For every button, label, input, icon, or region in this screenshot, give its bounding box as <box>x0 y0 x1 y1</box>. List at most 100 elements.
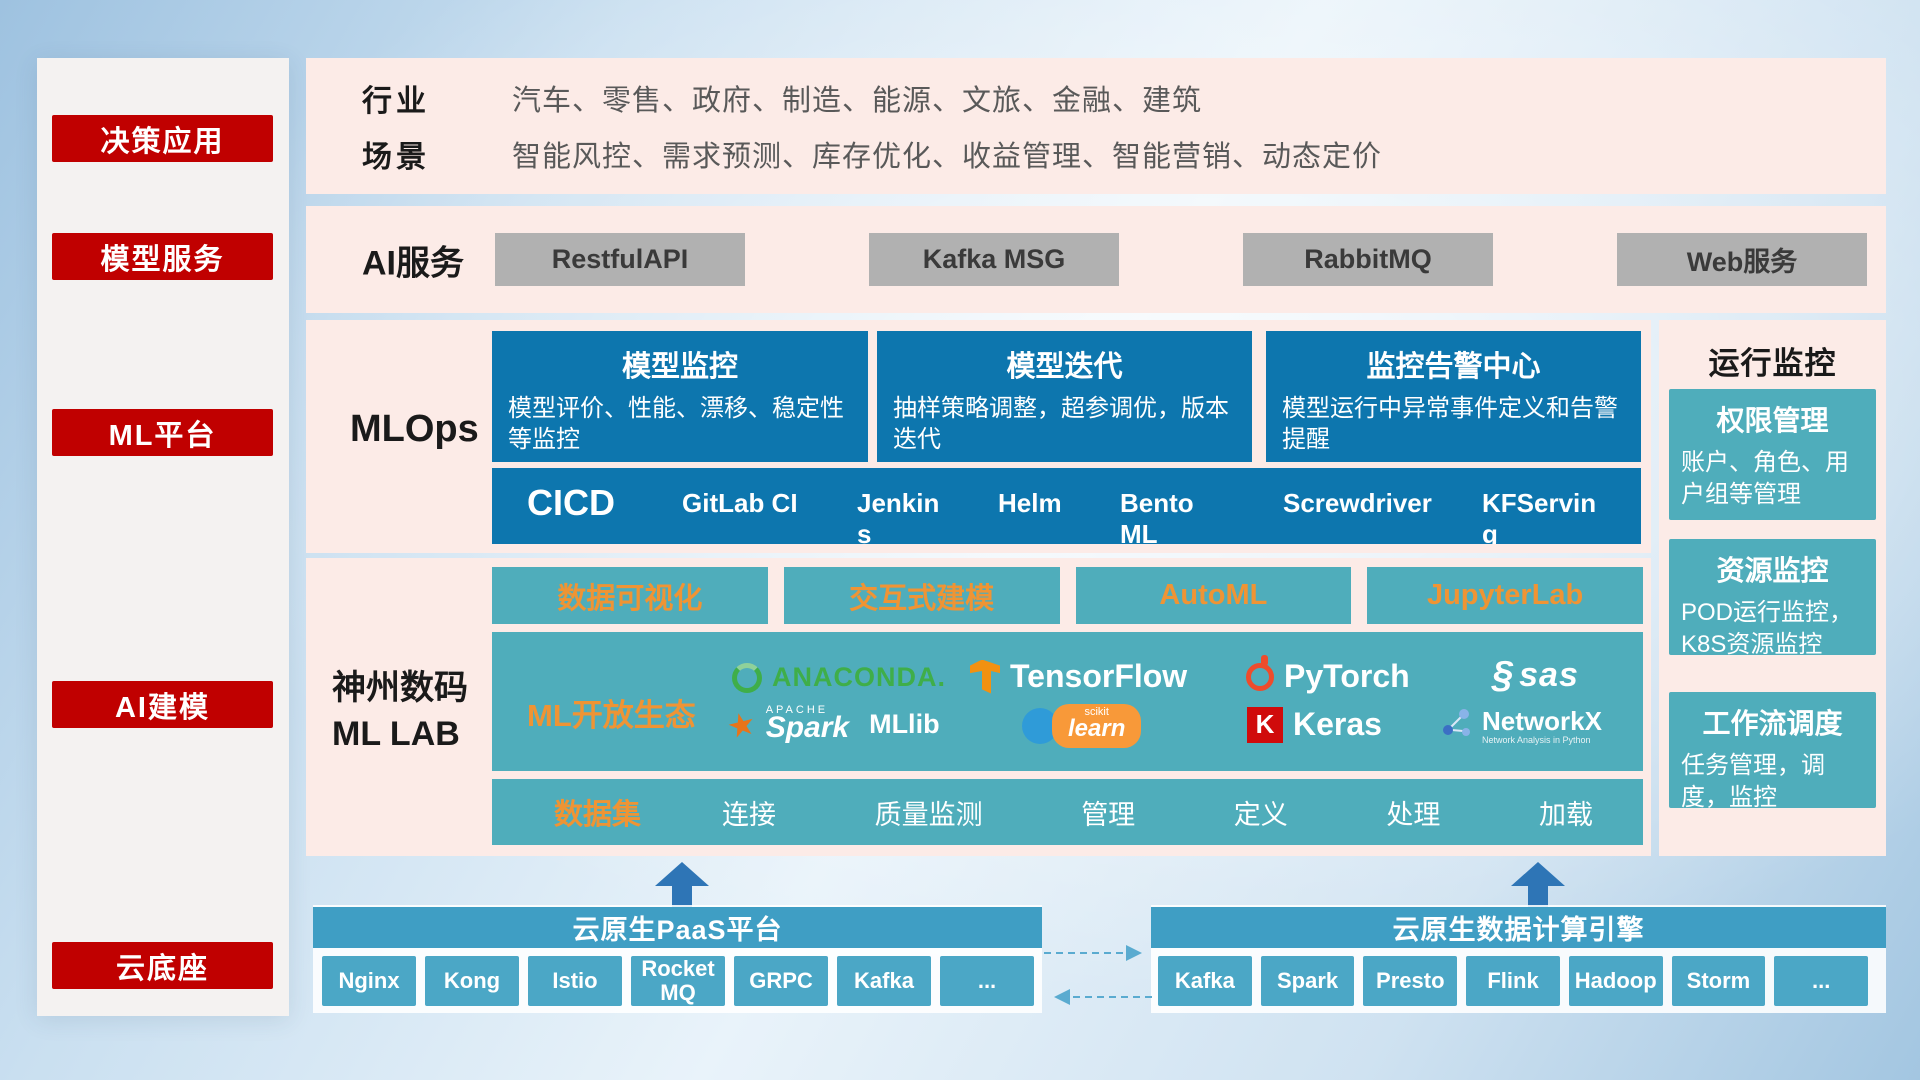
card-desc: 任务管理，调度，监控 <box>1681 752 1825 812</box>
dataset-row: 数据集 连接 质量监测 管理 定义 处理 加载 <box>492 779 1643 845</box>
scikit-text: scikit <box>1084 706 1109 718</box>
compute-title-bar: 云原生数据计算引擎 <box>1151 907 1886 948</box>
paas-title-bar: 云原生PaaS平台 <box>313 907 1042 948</box>
networkx-subtitle: Network Analysis in Python <box>1482 735 1591 745</box>
anaconda-logo: ANACONDA. <box>732 662 946 693</box>
paas-kong: Kong <box>425 956 519 1006</box>
compute-flink: Flink <box>1466 956 1560 1006</box>
anaconda-icon <box>732 662 762 693</box>
industry-label: 行业 <box>362 85 430 118</box>
cicd-jenkins: Jenkins <box>857 488 940 544</box>
resource-monitoring-card: 资源监控 POD运行监控，K8S资源监控 <box>1669 539 1876 658</box>
pytorch-wordmark: PyTorch <box>1284 658 1410 694</box>
tensorflow-logo: TensorFlow <box>970 658 1187 695</box>
dataset-item-quality: 质量监测 <box>874 799 983 830</box>
ai-service-label: AI服务 <box>362 244 464 282</box>
tool-automl: AutoML <box>1075 567 1352 624</box>
anaconda-wordmark: ANACONDA. <box>772 662 946 692</box>
keras-icon: K <box>1247 706 1283 743</box>
service-restfulapi: RestfulAPI <box>495 233 745 286</box>
tensorflow-wordmark: TensorFlow <box>1010 658 1188 694</box>
networkx-logo: NetworkX Network Analysis in Python <box>1442 706 1602 745</box>
model-iteration-card: 模型迭代 抽样策略调整，超参调优，版本迭代 <box>877 331 1252 462</box>
spark-star-icon: ★ <box>723 703 760 746</box>
arrow-head <box>655 862 709 886</box>
model-monitoring-card: 模型监控 模型评价、性能、漂移、稳定性等监控 <box>492 331 868 462</box>
cicd-helm: Helm <box>998 488 1062 518</box>
cicd-bar: CICD GitLab CI Jenkins Helm BentoML Scre… <box>492 468 1641 544</box>
alert-center-card: 监控告警中心 模型运行中异常事件定义和告警提醒 <box>1266 331 1641 462</box>
compute-components-row: Kafka Spark Presto Flink Hadoop Storm ..… <box>1158 956 1869 1006</box>
tool-data-visualization: 数据可视化 <box>492 567 768 624</box>
keras-logo: K Keras <box>1247 706 1382 743</box>
cicd-kfserving: KFServing <box>1482 488 1597 544</box>
pytorch-icon <box>1246 654 1274 691</box>
application-layer-panel: 行业 汽车、零售、政府、制造、能源、文旅、金融、建筑 场景 智能风控、需求预测、… <box>306 58 1886 194</box>
spark-name-text: Spark <box>765 711 850 744</box>
sidebar-item-ml-platform: ML平台 <box>52 409 273 456</box>
compute-hadoop: Hadoop <box>1568 956 1663 1006</box>
sidebar-item-decision-apps: 决策应用 <box>52 115 273 162</box>
runtime-monitoring-title: 运行监控 <box>1708 346 1837 381</box>
arrow-stem <box>1528 886 1548 907</box>
card-title: 模型迭代 <box>1006 351 1123 383</box>
spark-wordmark: APACHE Spark <box>766 704 849 745</box>
card-title: 模型监控 <box>621 351 738 383</box>
runtime-monitoring-panel: 运行监控 权限管理 账户、角色、用户组等管理 资源监控 POD运行监控，K8S资… <box>1659 320 1886 856</box>
cicd-label: CICD <box>527 482 615 523</box>
mlops-panel: MLOps 模型监控 模型评价、性能、漂移、稳定性等监控 模型迭代 抽样策略调整… <box>306 320 1651 553</box>
dashed-connection-arrows <box>1044 945 1152 1005</box>
paas-components-row: Nginx Kong Istio RocketMQ GRPC Kafka ... <box>322 956 1034 1006</box>
mllab-panel: 神州数码 ML LAB 数据可视化 交互式建模 AutoML JupyterLa… <box>306 558 1651 856</box>
compute-more: ... <box>1774 956 1869 1006</box>
spark-mllib-logo: ★ APACHE Spark MLlib <box>723 704 940 746</box>
ai-service-panel: AI服务 RestfulAPI Kafka MSG RabbitMQ Web服务 <box>306 206 1886 313</box>
sas-wordmark: sas <box>1519 656 1579 694</box>
dataset-item-manage: 管理 <box>1081 799 1136 830</box>
cicd-screwdriver: Screwdriver <box>1283 488 1432 518</box>
sidebar-item-model-service: 模型服务 <box>52 233 273 280</box>
networkx-wordmark: NetworkX Network Analysis in Python <box>1482 706 1602 745</box>
networkx-icon <box>1442 708 1472 743</box>
compute-spark: Spark <box>1260 956 1355 1006</box>
tensorflow-icon <box>970 659 1000 694</box>
permission-management-card: 权限管理 账户、角色、用户组等管理 <box>1669 389 1876 520</box>
dataset-item-connect: 连接 <box>722 799 776 830</box>
sas-icon: § <box>1492 654 1514 696</box>
card-title: 监控告警中心 <box>1366 351 1541 383</box>
sas-logo: § sas <box>1492 654 1579 697</box>
dataset-label: 数据集 <box>554 799 642 831</box>
compute-storm: Storm <box>1671 956 1766 1006</box>
arrow-head <box>1511 862 1565 886</box>
mllib-text: MLlib <box>869 709 940 739</box>
arrow-stem <box>672 886 692 907</box>
mlops-label: MLOps <box>350 408 479 450</box>
compute-presto: Presto <box>1363 956 1458 1006</box>
networkx-name: NetworkX <box>1482 706 1602 736</box>
pytorch-logo: PyTorch <box>1246 654 1410 695</box>
card-title: 资源监控 <box>1716 555 1829 586</box>
layer-sidebar: 决策应用 模型服务 ML平台 AI建模 云底座 <box>37 58 289 1016</box>
ml-ecosystem-box: ML开放生态 ANACONDA. TensorFlow PyTorch § sa… <box>492 632 1643 771</box>
card-desc: POD运行监控，K8S资源监控 <box>1681 599 1854 659</box>
card-desc: 模型运行中异常事件定义和告警提醒 <box>1282 395 1618 454</box>
dataset-item-define: 定义 <box>1233 799 1288 830</box>
learn-text: learn <box>1068 715 1126 742</box>
tool-jupyterlab: JupyterLab <box>1367 567 1643 624</box>
spark-apache-text: APACHE <box>765 704 829 716</box>
up-arrow-right <box>1511 862 1565 907</box>
tool-interactive-modeling: 交互式建模 <box>783 567 1060 624</box>
paas-istio: Istio <box>528 956 622 1006</box>
scene-label: 场景 <box>362 141 430 174</box>
paas-kafka: Kafka <box>837 956 931 1006</box>
modeling-tool-row: 数据可视化 交互式建模 AutoML JupyterLab <box>492 567 1643 624</box>
ml-ecosystem-label: ML开放生态 <box>527 698 696 733</box>
card-title: 工作流调度 <box>1702 708 1843 739</box>
card-desc: 抽样策略调整，超参调优，版本迭代 <box>893 395 1229 454</box>
paas-grpc: GRPC <box>734 956 828 1006</box>
card-desc: 账户、角色、用户组等管理 <box>1681 449 1849 509</box>
service-rabbitmq: RabbitMQ <box>1243 233 1493 286</box>
card-title: 权限管理 <box>1716 405 1829 436</box>
cicd-gitlab-ci: GitLab CI <box>682 488 798 518</box>
